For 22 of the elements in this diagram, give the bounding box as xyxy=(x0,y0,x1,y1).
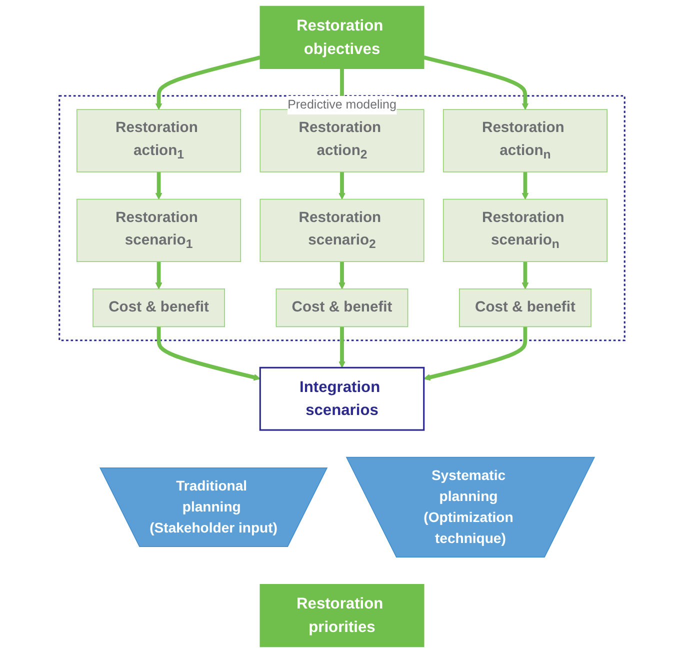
node-box: Restoration priorities xyxy=(260,584,424,648)
node-box: Restoration scenario$_{1}$ xyxy=(76,198,242,262)
node-box: Cost & benefit xyxy=(92,288,225,328)
arrow xyxy=(522,262,529,290)
arrow xyxy=(338,172,346,200)
node-box: Cost & benefit xyxy=(459,288,592,328)
arrow xyxy=(155,56,261,110)
arrow xyxy=(338,326,346,368)
arrow xyxy=(424,326,528,381)
arrow xyxy=(155,262,162,290)
arrow xyxy=(338,262,346,290)
arrow xyxy=(423,56,529,110)
arrow xyxy=(155,172,162,200)
node-box: Restoration action$_{n}$ xyxy=(442,109,608,172)
node-box: Restoration scenario$_{2}$ xyxy=(260,198,424,262)
node-box: Restoration action$_{1}$ xyxy=(76,109,242,172)
arrow xyxy=(156,326,260,381)
arrow xyxy=(522,172,529,200)
node-box: Cost & benefit xyxy=(276,288,408,328)
node-box: Restoration objectives xyxy=(260,6,424,69)
node-box: Restoration scenario$_{n}$ xyxy=(442,198,608,262)
node-box: Integration scenarios xyxy=(259,366,425,431)
